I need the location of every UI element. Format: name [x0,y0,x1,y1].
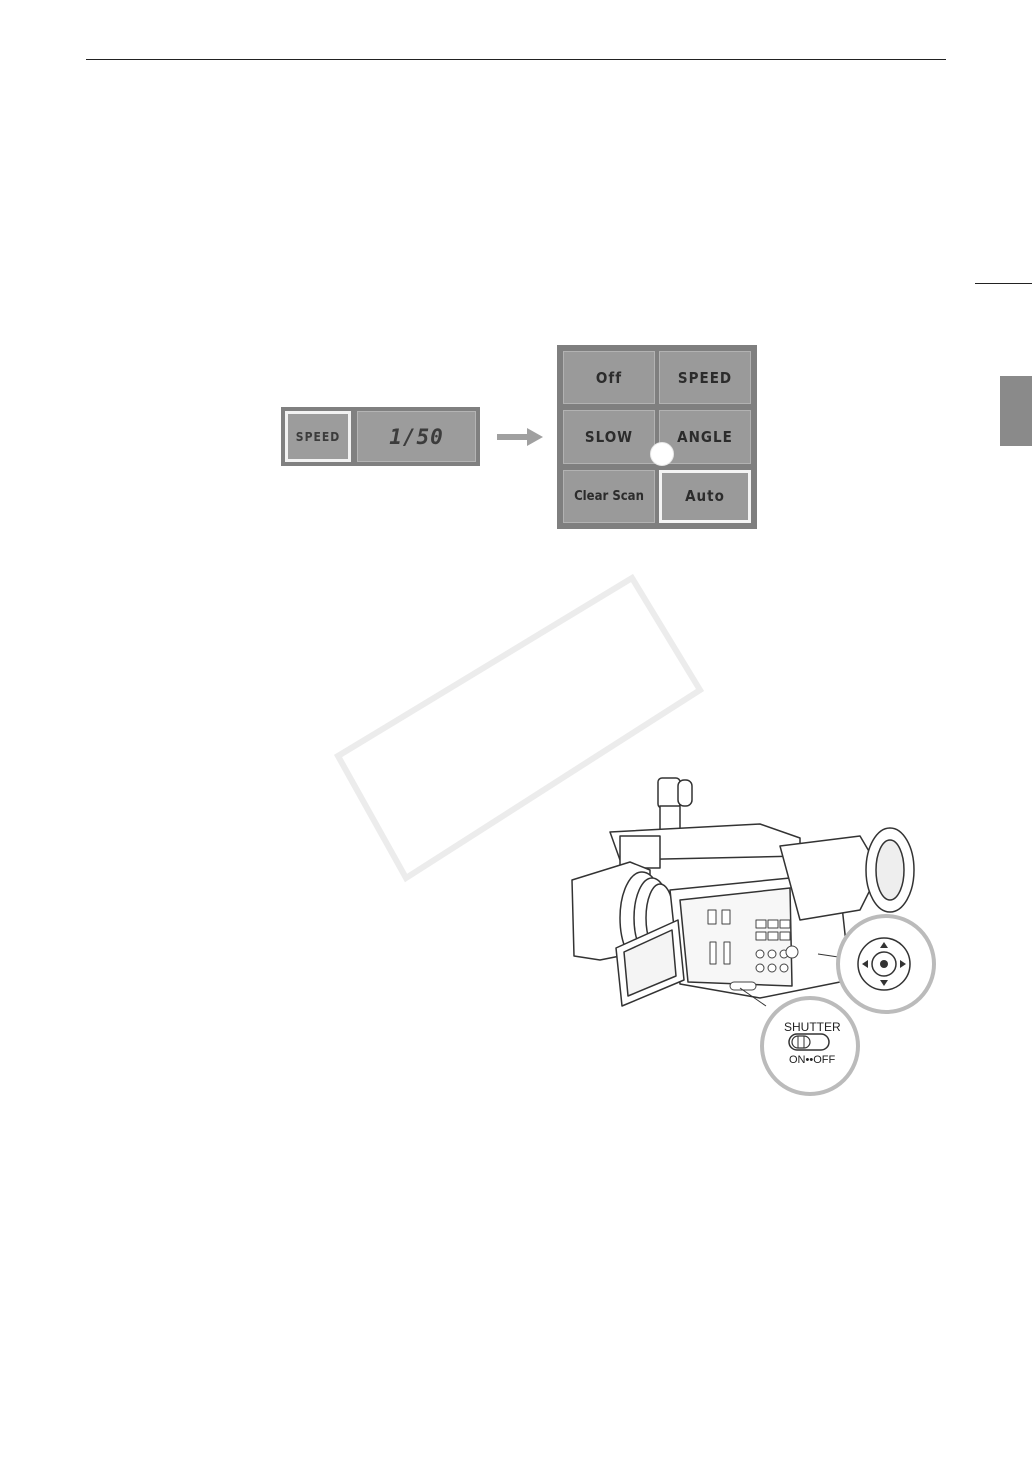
shutter-value-button[interactable]: 1/50 [357,411,476,462]
shutter-switch-positions: ON••OFF [789,1054,836,1066]
side-tick [975,283,1032,284]
menu-option-speed[interactable]: SPEED [659,351,751,405]
camcorder-illustration [571,777,936,1096]
chapter-tab [1000,376,1032,446]
callout-marker [650,442,674,466]
menu-option-clear-scan[interactable]: Clear Scan [563,469,655,523]
arrow-right-icon [497,428,543,446]
menu-option-slow[interactable]: SLOW [563,410,655,464]
shutter-switch-label: SHUTTER [784,1020,841,1034]
watermark-frame [333,573,705,883]
menu-option-angle[interactable]: ANGLE [659,410,751,464]
current-setting-panel: SPEED 1/50 [281,407,480,466]
header-rule [86,59,946,60]
camcorder-icon [571,777,915,1007]
mode-button-speed[interactable]: SPEED [285,411,351,462]
shutter-switch-icon [760,996,860,1096]
menu-option-off[interactable]: Off [563,351,655,405]
joystick-icon [836,914,936,1014]
menu-option-auto[interactable]: Auto [659,469,751,523]
shutter-mode-menu: Off SPEED SLOW ANGLE Clear Scan Auto [557,345,757,529]
